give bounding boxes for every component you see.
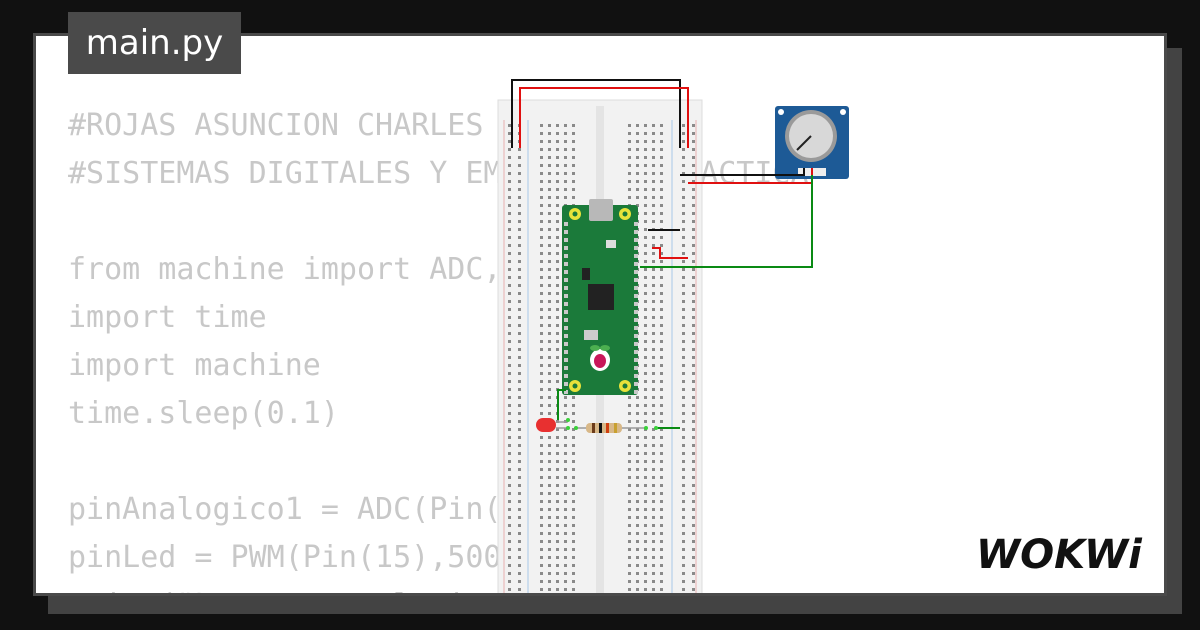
raspberry-logo-icon [590,345,610,371]
potentiometer [775,106,849,179]
wires [511,79,813,429]
resistor [574,423,646,433]
code-line-1: #ROJAS ASUNCION CHARLES [68,108,484,143]
raspberry-pi-pico [562,199,638,395]
wokwi-logo-text: WOKWi [976,532,1143,576]
code-line-11: print("Lectura analogica") [68,582,809,593]
wire-red-vcc [652,247,688,259]
wire-green-pot [640,175,813,268]
wokwi-logo: WOKWi [976,532,1143,576]
code-line-5: import time [68,300,267,335]
wire-black-pot [680,168,805,176]
wire-red-top [519,87,689,148]
connection-dots [566,418,658,430]
pico-pins [564,222,638,394]
code-line-6: import machine [68,348,321,383]
file-tab-main-py[interactable]: main.py [68,12,241,74]
code-line-10: pinLed = PWM(Pin(15),5000) [68,540,538,575]
wire-black-top [511,79,681,148]
wire-green-led [557,389,566,420]
code-line-7: time.sleep(0.1) [68,396,339,431]
